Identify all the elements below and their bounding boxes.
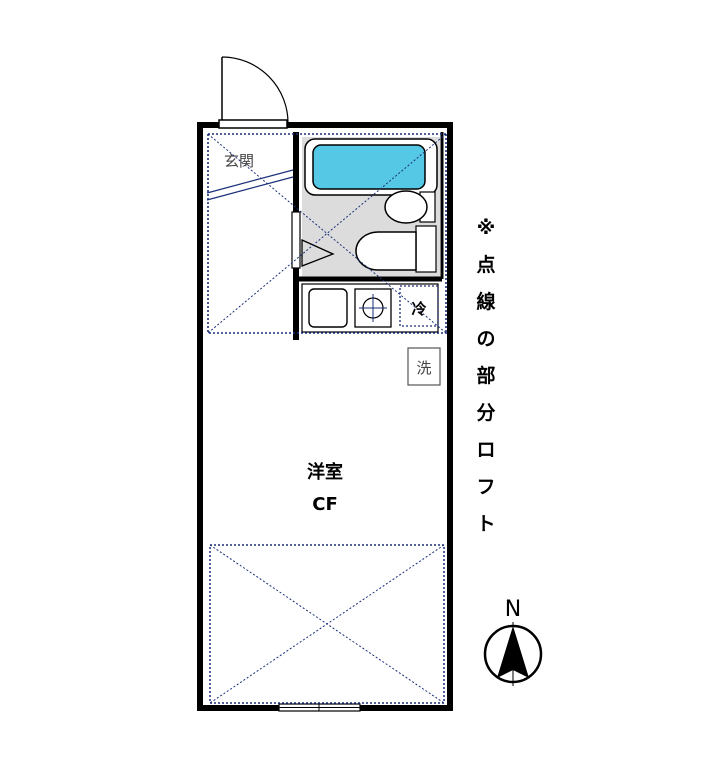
compass-label: N [505, 597, 521, 622]
washer-label: 洗 [416, 359, 431, 377]
kitchen [301, 283, 439, 333]
entrance-door-icon [218, 56, 289, 129]
lower-loft-outline [209, 544, 445, 704]
loft-note-char: フ [476, 476, 496, 498]
upper-loft-outline [207, 133, 447, 334]
outer-walls [197, 122, 453, 711]
shoe-shelf [206, 169, 294, 201]
north-arrow-icon: N [483, 597, 543, 686]
loft-note-char: ト [476, 513, 496, 535]
bathtub-icon [304, 138, 438, 196]
unit-bath [291, 132, 444, 340]
loft-note-char: の [476, 328, 496, 350]
loft-note-char: 部 [476, 365, 496, 387]
south-window [278, 703, 361, 712]
sink-icon [384, 190, 436, 224]
loft-note-char: ※ [476, 217, 496, 239]
western-room-label: 洋室 [307, 461, 343, 483]
floor-type-label: CF [312, 494, 338, 515]
loft-note: ※ 点 線 の 部 分 ロ フ ト [474, 210, 498, 543]
loft-note-char: 分 [476, 402, 496, 424]
washer-space [407, 347, 441, 386]
genkan-label: 玄関 [224, 152, 254, 170]
stove-icon [354, 288, 392, 328]
toilet-icon [355, 225, 437, 273]
loft-note-char: 線 [476, 291, 496, 313]
fridge-label: 冷 [411, 300, 426, 318]
loft-note-char: ロ [476, 439, 496, 461]
loft-note-char: 点 [476, 254, 496, 276]
